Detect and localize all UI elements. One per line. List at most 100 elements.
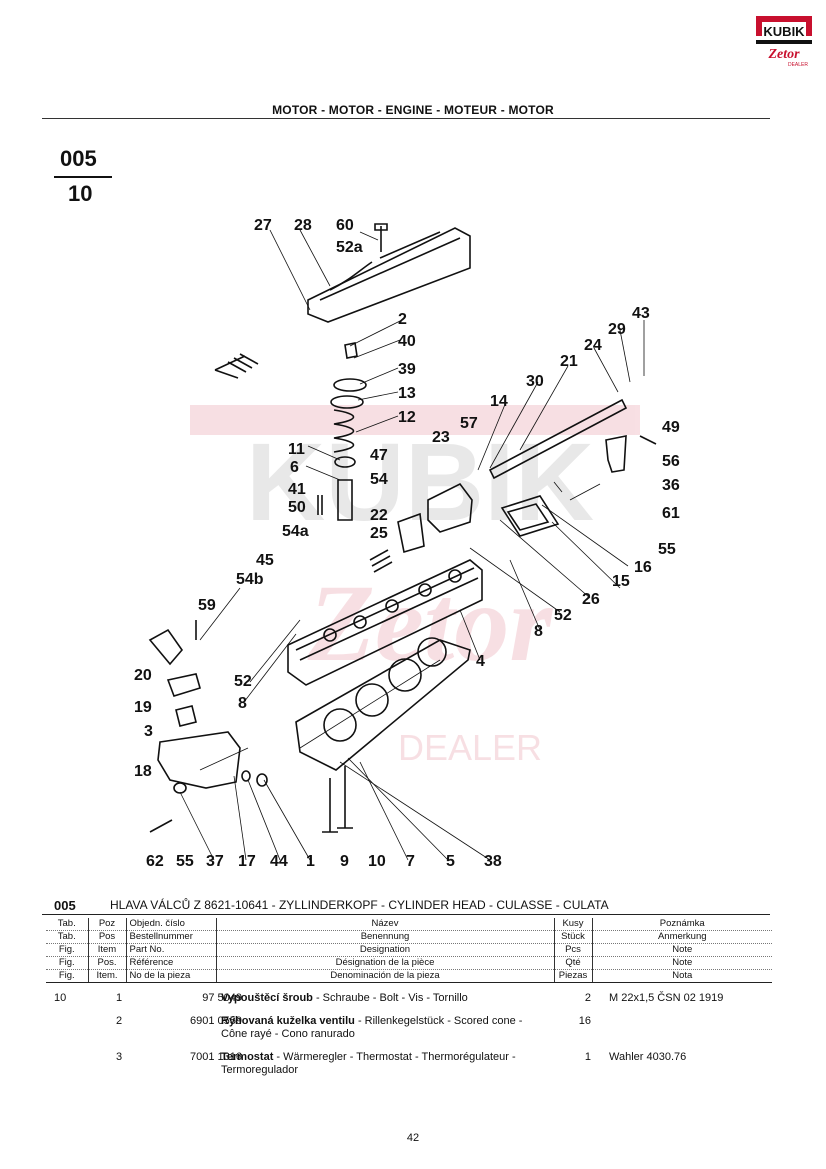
callout: 27 [254, 217, 272, 234]
section-sub-number: 10 [68, 181, 93, 206]
hdr-note-1: Anmerkung [591, 930, 772, 944]
hdr-desc-0: Název [215, 918, 554, 931]
hdr-ref-3: Référence [125, 956, 216, 970]
table-header-rule [46, 982, 772, 983]
hdr-qty-2: Pcs [553, 943, 592, 957]
row-ref: 97 5049 [202, 992, 242, 1004]
hdr-note-0: Poznámka [591, 918, 772, 931]
row-name: Vypouštěcí šroub [221, 992, 313, 1004]
hdr-tab-2: Fig. [58, 944, 75, 955]
caption-rule [42, 914, 770, 915]
callout: 9 [340, 853, 349, 870]
rocker-shaft [488, 398, 628, 480]
callout: 44 [270, 853, 288, 870]
callout: 11 [288, 441, 305, 458]
hdr-pos-0: Poz [87, 918, 126, 931]
callout: 62 [146, 853, 164, 870]
row-name-translations: - Schraube - Bolt - Vis - Tornillo [312, 992, 468, 1004]
hdr-desc-4: Denominación de la pieza [215, 969, 554, 983]
hdr-pos-2: Item [87, 943, 126, 957]
callout: 50 [288, 499, 306, 516]
hdr-tab-4: Fig. [58, 970, 75, 981]
callout: 2 [398, 311, 407, 328]
callout: 40 [398, 333, 416, 350]
callout: 20 [134, 667, 152, 684]
callout: 22 [370, 507, 388, 524]
row-name: Rýhovaná kuželka ventilu [221, 1015, 355, 1027]
callout: 37 [206, 853, 224, 870]
logo-dealer-text: DEALER [788, 62, 808, 68]
callout: 36 [662, 477, 680, 494]
callout: 19 [134, 699, 152, 716]
callout: 8 [238, 695, 247, 712]
hdr-qty-3: Qté [553, 956, 592, 970]
callout: 8 [534, 623, 543, 640]
callout: 23 [432, 429, 450, 446]
row-qty: 16 [578, 1015, 591, 1027]
callout: 15 [612, 573, 630, 590]
watermark-text-3: DEALER [398, 727, 542, 768]
hdr-pos-4: Item. [87, 969, 126, 983]
watermark: KUBIK Zetor DEALER [190, 405, 640, 768]
callout: 61 [662, 505, 680, 522]
callout: 45 [256, 552, 274, 569]
watermark-text-2: Zetor [307, 562, 554, 684]
hdr-pos-1: Pos [87, 930, 126, 944]
callout: 54 [370, 471, 388, 488]
section-group-number: 005 [60, 146, 97, 171]
callout: 47 [370, 447, 388, 464]
header-rule [42, 118, 770, 119]
exploded-parts-diagram: KUBIK Zetor DEALER [0, 200, 826, 880]
row-pos: 2 [116, 1015, 123, 1027]
page-number: 42 [406, 1132, 420, 1144]
row-tab: 10 [54, 992, 67, 1004]
hdr-pos-3: Pos. [87, 956, 126, 970]
hdr-ref-0: Objedn. číslo [125, 918, 216, 931]
logo-sub-text: Zetor [767, 47, 800, 62]
callout: 30 [526, 373, 544, 390]
parts-table-header: Tab. Poz Objedn. číslo Název Kusy Poznám… [46, 918, 772, 983]
callout: 18 [134, 763, 152, 780]
callout: 24 [584, 337, 602, 354]
row-pos: 1 [116, 992, 123, 1004]
row-ref: 7001 1316 [190, 1051, 242, 1063]
logo-brand-text: KUBIK [763, 24, 805, 39]
callout: 60 [336, 217, 354, 234]
callout: 6 [290, 459, 299, 476]
callout: 25 [370, 525, 388, 542]
callout: 54b [236, 571, 264, 588]
callout: 16 [634, 559, 652, 576]
callout-labels: 27 28 60 52a 2 40 39 13 12 11 6 41 50 54… [134, 217, 680, 870]
row-ref: 6901 0559 [190, 1015, 242, 1027]
callout: 26 [582, 591, 600, 608]
callout: 14 [490, 393, 508, 410]
callout: 43 [632, 305, 650, 322]
row-name-translations: - Rillenkegelstück - Scored cone - Cône … [221, 1015, 523, 1040]
callout: 55 [176, 853, 194, 870]
hdr-desc-2: Designation [215, 943, 554, 957]
hdr-desc-3: Désignation de la pièce [215, 956, 554, 970]
direction-arrow-icon [214, 353, 259, 379]
callout: 4 [476, 653, 485, 670]
hdr-note-2: Note [591, 943, 772, 957]
callout: 3 [144, 723, 153, 740]
hdr-note-3: Note [591, 956, 772, 970]
hdr-tab-1: Tab. [57, 931, 76, 942]
hdr-ref-1: Bestellnummer [125, 930, 216, 944]
callout: 57 [460, 415, 478, 432]
cylinder-head [287, 559, 483, 686]
row-name: Termostat [221, 1051, 274, 1063]
row-note: M 22x1,5 ČSN 02 1919 [609, 992, 724, 1004]
hdr-ref-2: Part No. [125, 943, 216, 957]
callout: 52 [554, 607, 572, 624]
callout: 28 [294, 217, 312, 234]
hdr-note-4: Nota [591, 969, 772, 983]
row-desc: Vypouštěcí šroub - Schraube - Bolt - Vis… [221, 992, 541, 1005]
callout: 5 [446, 853, 455, 870]
row-qty: 1 [584, 1051, 591, 1063]
page-header-title: MOTOR - MOTOR - ENGINE - MOTEUR - MOTOR [272, 103, 554, 117]
callout: 21 [560, 353, 578, 370]
callout: 41 [288, 481, 306, 498]
row-name-translations: - Wärmeregler - Thermostat - Thermorégul… [221, 1051, 516, 1076]
callout: 55 [658, 541, 676, 558]
